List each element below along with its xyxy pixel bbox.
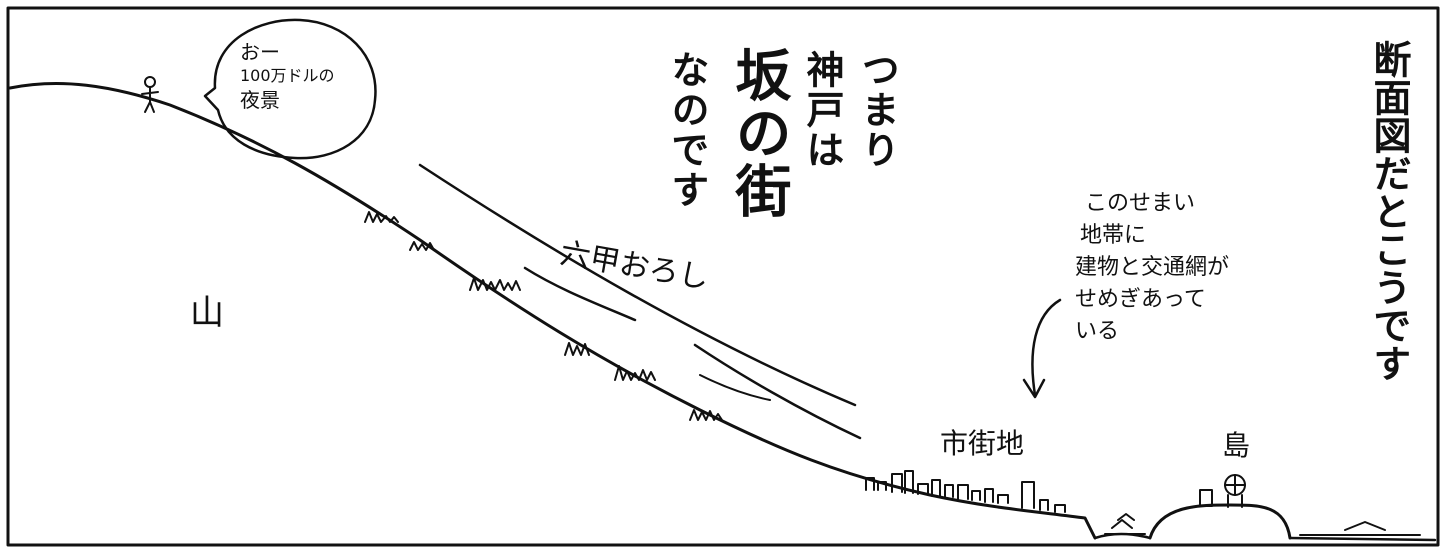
wind-line-1 — [418, 163, 857, 407]
vertical-text-col-3: 坂の街 — [726, 46, 791, 220]
island-buildings — [1199, 474, 1246, 508]
arrow-head — [1022, 378, 1046, 399]
annotation-line-4: せめぎあって — [1075, 287, 1206, 312]
annotation-line-5: いる — [1075, 319, 1120, 344]
vertical-text-col-2: 神戸は — [800, 50, 844, 170]
mountain-label: 山 — [190, 293, 224, 333]
frame — [6, 6, 1440, 547]
person-figure — [141, 76, 159, 113]
speech-bubble — [203, 18, 377, 160]
annotation-line-3: 建物と交通網が — [1075, 255, 1230, 280]
annotation-line-2: 地帯に — [1080, 223, 1147, 248]
city-label: 市街地 — [940, 427, 1025, 460]
annotation-line-1: このせまい — [1085, 191, 1196, 216]
speech-bubble-text: おー 100万ドルの 夜景 — [240, 40, 335, 112]
island-shape — [1148, 503, 1292, 540]
vertical-title: 断面図だとこうです — [1367, 40, 1411, 382]
harbor-structures — [1104, 513, 1421, 536]
bubble-line-1: おー — [240, 40, 280, 64]
trees — [364, 211, 723, 421]
vertical-text-col-4: なのです — [665, 50, 709, 210]
wind-line-2 — [523, 266, 637, 322]
annotation-text: このせまい 地帯に 建物と交通網が せめぎあって いる — [1075, 188, 1229, 348]
bubble-line-3: 夜景 — [240, 88, 280, 112]
bubble-line-2: 100万ドルの — [240, 66, 335, 85]
mountain-slope — [8, 81, 1097, 540]
vertical-text-col-1: つまり — [855, 50, 899, 170]
wind-line-4 — [699, 374, 771, 401]
city-buildings — [865, 470, 1066, 513]
annotation-arrow — [1031, 298, 1062, 397]
sea-line — [1288, 536, 1437, 542]
island-label: 島 — [1222, 429, 1251, 462]
wind-line-3 — [693, 343, 862, 440]
